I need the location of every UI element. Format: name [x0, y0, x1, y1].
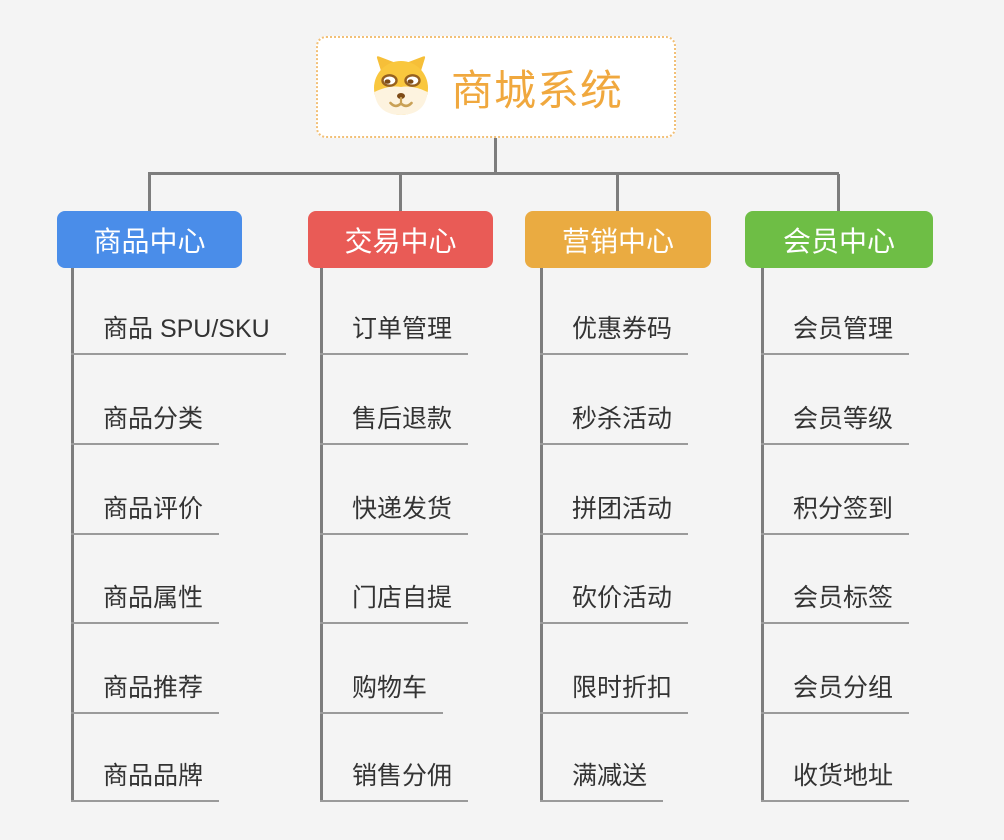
- sub-topic[interactable]: 限时折扣: [540, 673, 689, 714]
- sub-topic[interactable]: 收货地址: [761, 761, 910, 802]
- branch-line-marketing: [540, 268, 543, 802]
- sub-topic[interactable]: 销售分佣: [320, 761, 469, 802]
- branch-label: 会员中心: [782, 225, 895, 257]
- branch-node-marketing-center[interactable]: 营销中心: [525, 211, 711, 268]
- sub-topic[interactable]: 商品评价: [71, 494, 220, 535]
- sub-topic[interactable]: 会员管理: [761, 314, 910, 355]
- connector-stub-product: [148, 174, 151, 211]
- branch-label: 营销中心: [561, 225, 674, 257]
- sub-topic[interactable]: 会员标签: [761, 583, 910, 624]
- dog-face-icon: [369, 53, 433, 122]
- sub-topic[interactable]: 售后退款: [320, 404, 469, 445]
- sub-topic[interactable]: 拼团活动: [540, 494, 689, 535]
- connector-stub-member: [837, 174, 840, 211]
- sub-topic[interactable]: 购物车: [320, 673, 444, 714]
- sub-topic[interactable]: 商品分类: [71, 404, 220, 445]
- branch-node-trade-center[interactable]: 交易中心: [308, 211, 493, 268]
- sub-topic[interactable]: 订单管理: [320, 314, 469, 355]
- connector-root-stub: [494, 136, 497, 174]
- sub-topic[interactable]: 商品属性: [71, 583, 220, 624]
- root-title: 商城系统: [450, 66, 623, 114]
- root-node[interactable]: 商城系统: [316, 36, 676, 138]
- sub-topic[interactable]: 门店自提: [320, 583, 469, 624]
- connector-stub-trade: [399, 174, 402, 211]
- sub-topic[interactable]: 秒杀活动: [540, 404, 689, 445]
- connector-stub-marketing: [616, 174, 619, 211]
- sub-topic[interactable]: 会员分组: [761, 673, 910, 714]
- sub-topic[interactable]: 商品推荐: [71, 673, 220, 714]
- branch-node-product-center[interactable]: 商品中心: [57, 211, 242, 268]
- sub-topic[interactable]: 砍价活动: [540, 583, 689, 624]
- branch-line-member: [761, 268, 764, 802]
- branch-label: 商品中心: [93, 225, 206, 257]
- branch-line-product: [71, 268, 74, 802]
- sub-topic[interactable]: 商品品牌: [71, 761, 220, 802]
- branch-node-member-center[interactable]: 会员中心: [745, 211, 933, 268]
- sub-topic[interactable]: 会员等级: [761, 404, 910, 445]
- sub-topic[interactable]: 快递发货: [320, 494, 469, 535]
- sub-topic[interactable]: 积分签到: [761, 494, 910, 535]
- sub-topic[interactable]: 商品 SPU/SKU: [71, 314, 286, 355]
- connector-bus: [148, 172, 839, 175]
- branch-label: 交易中心: [344, 225, 457, 257]
- branch-line-trade: [320, 268, 323, 802]
- sub-topic[interactable]: 优惠券码: [540, 314, 689, 355]
- sub-topic[interactable]: 满减送: [540, 761, 664, 802]
